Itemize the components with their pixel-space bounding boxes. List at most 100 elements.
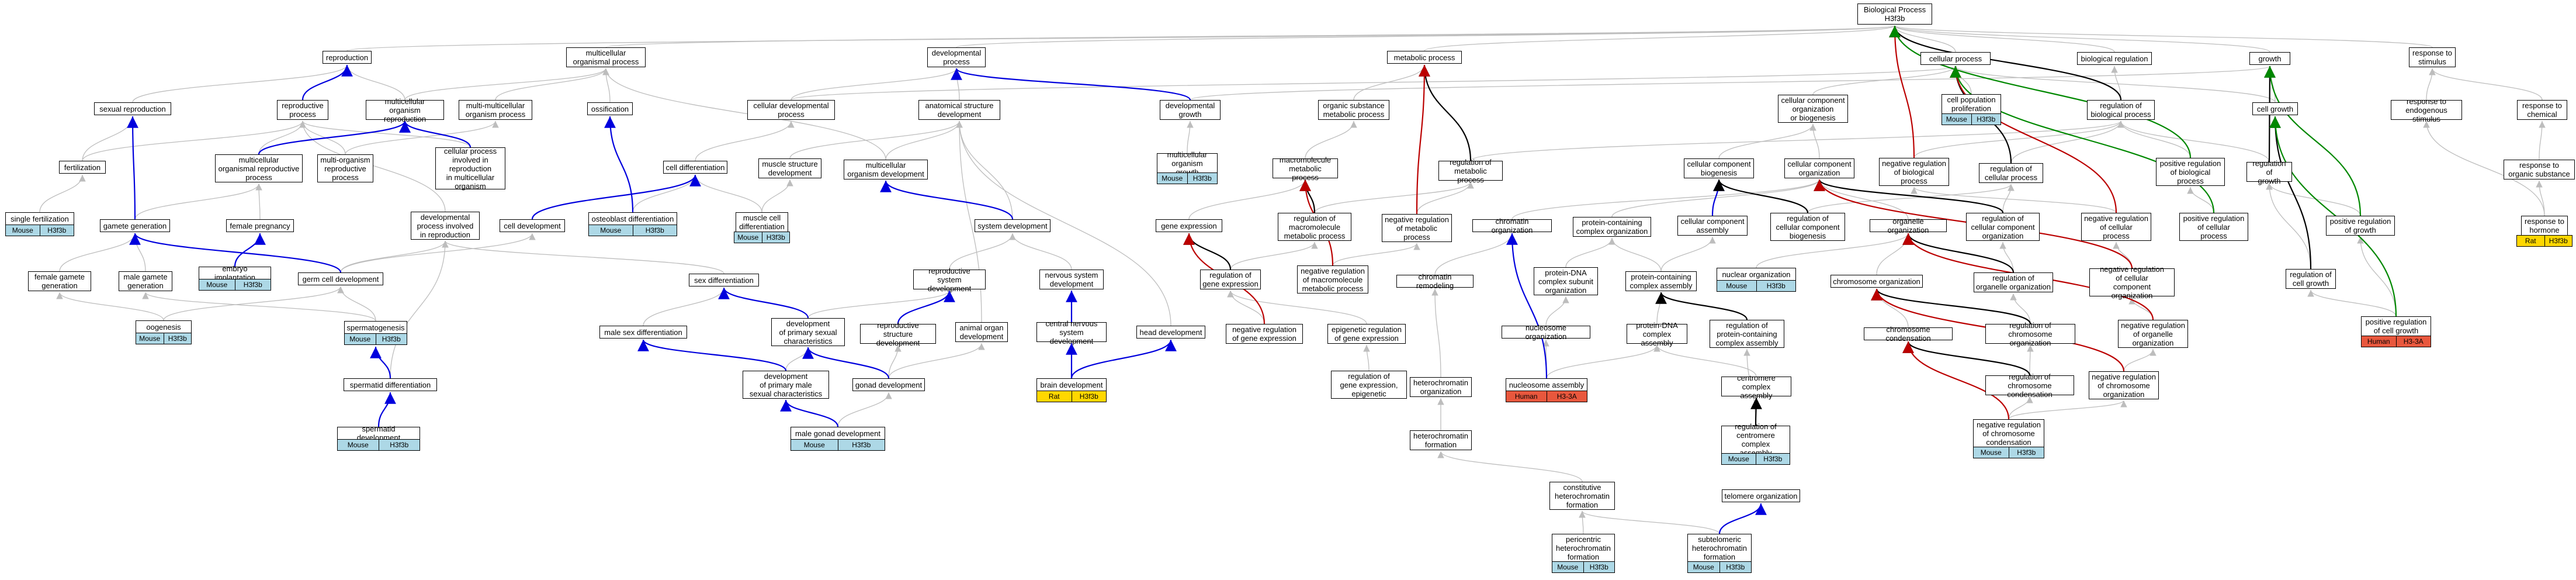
go-term-positive-regulation-of-cell-growth[interactable]: positive regulation of cell growth — [2361, 316, 2431, 336]
go-term-organic-substance-metabolic-process[interactable]: organic substance metabolic process — [1318, 100, 1389, 120]
go-term-chromosome-organization[interactable]: chromosome organization — [1830, 275, 1923, 288]
go-term-cell-development[interactable]: cell development — [500, 219, 565, 232]
go-term-germ-cell-development[interactable]: germ cell development — [298, 272, 383, 285]
go-term-growth[interactable]: growth — [2249, 52, 2290, 65]
go-term-reproductive-structure-development[interactable]: reproductive structure development — [860, 321, 936, 347]
go-term-response-to-endogenous-stimulus[interactable]: response to endogenous stimulus — [2391, 97, 2462, 123]
go-term-spermatid-development[interactable]: spermatid development — [337, 424, 420, 442]
go-term-positive-regulation-of-cellular-process[interactable]: positive regulation of cellular process — [2179, 213, 2248, 241]
go-term-development-of-primary-sexual-characteristics[interactable]: development of primary sexual characteri… — [771, 318, 845, 346]
go-term-anatomical-structure-development[interactable]: anatomical structure development — [918, 100, 1000, 120]
go-term-negative-regulation-of-cellular-component-organization[interactable]: negative regulation of cellular componen… — [2089, 265, 2175, 300]
go-term-epigenetic-regulation-of-gene-expression[interactable]: epigenetic regulation of gene expression — [1327, 324, 1406, 344]
go-term-cellular-developmental-process[interactable]: cellular developmental process — [747, 100, 835, 120]
go-term-regulation-of-chromosome-condensation[interactable]: regulation of chromosome condensation — [1985, 372, 2074, 399]
go-term-multicellular-organism-growth[interactable]: multicellular organism growth — [1157, 150, 1218, 177]
go-term-male-gonad-development[interactable]: male gonad development — [791, 427, 885, 440]
go-term-regulation-of-organelle-organization[interactable]: regulation of organelle organization — [1974, 272, 2053, 292]
go-term-fertilization[interactable]: fertilization — [59, 161, 106, 174]
go-term-cell-growth[interactable]: cell growth — [2252, 102, 2298, 115]
go-term-nucleosome-assembly[interactable]: nucleosome assembly — [1506, 378, 1587, 391]
go-term-system-development[interactable]: system development — [975, 219, 1050, 232]
go-term-embryo-implantation[interactable]: embryo implantation — [199, 264, 271, 282]
go-term-osteoblast-differentiation[interactable]: osteoblast differentiation — [588, 212, 677, 225]
go-term-spermatogenesis[interactable]: spermatogenesis — [344, 321, 407, 334]
go-term-metabolic-process[interactable]: metabolic process — [1387, 51, 1462, 64]
go-term-animal-organ-development[interactable]: animal organ development — [955, 322, 1008, 342]
go-term-spermatid-differentiation[interactable]: spermatid differentiation — [344, 378, 437, 391]
go-term-cellular-component-organization[interactable]: cellular component organization — [1784, 158, 1854, 178]
go-term-chromosome-condensation[interactable]: chromosome condensation — [1864, 325, 1953, 343]
go-term-regulation-of-centromere-complex-assembly[interactable]: regulation of centromere complex assembl… — [1721, 422, 1790, 457]
go-term-regulation-of-gene-expression-epigenetic[interactable]: regulation of gene expression, epigeneti… — [1331, 371, 1407, 399]
go-term-chromatin-organization[interactable]: chromatin organization — [1472, 217, 1552, 234]
go-term-negative-regulation-of-biological-process[interactable]: negative regulation of biological proces… — [1879, 158, 1949, 186]
go-term-cellular-component-organization-or-biogenesis[interactable]: cellular component organization or bioge… — [1778, 95, 1848, 123]
go-term-male-gamete-generation[interactable]: male gamete generation — [119, 271, 172, 291]
go-term-multicellular-organism-reproduction[interactable]: multicellular organism reproduction — [366, 97, 444, 123]
go-term-multicellular-organism-development[interactable]: multicellular organism development — [844, 160, 928, 179]
go-term-response-to-hormone[interactable]: response to hormone — [2521, 216, 2568, 236]
go-term-macromolecule-metabolic-process[interactable]: macromolecule metabolic process — [1273, 156, 1338, 182]
go-term-subtelomeric-heterochromatin-formation[interactable]: subtelomeric heterochromatin formation — [1687, 534, 1752, 562]
go-term-heterochromatin-organization[interactable]: heterochromatin organization — [1410, 377, 1472, 397]
go-term-regulation-of-cell-growth[interactable]: regulation of cell growth — [2286, 269, 2336, 289]
go-term-negative-regulation-of-chromosome-condensation[interactable]: negative regulation of chromosome conden… — [1973, 419, 2044, 447]
go-term-cellular-process[interactable]: cellular process — [1920, 52, 1991, 65]
go-term-development-of-primary-male-sexual-characteristics[interactable]: development of primary male sexual chara… — [743, 371, 829, 399]
go-term-cellular-component-biogenesis[interactable]: cellular component biogenesis — [1684, 158, 1754, 178]
go-term-bp[interactable]: Biological Process H3f3b — [1857, 4, 1932, 25]
go-term-gonad-development[interactable]: gonad development — [852, 378, 925, 391]
go-term-response-to-stimulus[interactable]: response to stimulus — [2409, 47, 2456, 67]
go-term-organelle-organization[interactable]: organelle organization — [1870, 217, 1947, 234]
go-term-reproductive-system-development[interactable]: reproductive system development — [913, 267, 986, 293]
go-term-regulation-of-biological-process[interactable]: regulation of biological process — [2087, 100, 2155, 120]
go-term-pericentric-heterochromatin-formation[interactable]: pericentric heterochromatin formation — [1552, 534, 1615, 562]
go-term-telomere-organization[interactable]: telomere organization — [1722, 489, 1800, 502]
go-term-nuclear-organization[interactable]: nuclear organization — [1717, 268, 1796, 281]
go-term-regulation-of-macromolecule-metabolic-process[interactable]: regulation of macromolecule metabolic pr… — [1278, 213, 1351, 241]
go-term-nervous-system-development[interactable]: nervous system development — [1039, 270, 1104, 289]
go-term-response-to-chemical[interactable]: response to chemical — [2517, 100, 2567, 120]
go-term-cell-differentiation[interactable]: cell differentiation — [663, 161, 727, 174]
go-term-negative-regulation-of-gene-expression[interactable]: negative regulation of gene expression — [1226, 324, 1303, 344]
go-term-brain-development[interactable]: brain development — [1036, 378, 1107, 391]
go-term-protein-containing-complex-assembly[interactable]: protein-containing complex assembly — [1625, 271, 1697, 291]
go-term-oogenesis[interactable]: oogenesis — [136, 320, 192, 333]
go-term-female-pregnancy[interactable]: female pregnancy — [226, 219, 294, 232]
go-term-regulation-of-gene-expression[interactable]: regulation of gene expression — [1200, 270, 1261, 289]
go-term-cell-population-proliferation[interactable]: cell population proliferation — [1941, 94, 2001, 114]
go-term-muscle-cell-differentiation[interactable]: muscle cell differentiation — [736, 212, 788, 232]
go-term-regulation-of-cellular-component-biogenesis[interactable]: regulation of cellular component biogene… — [1770, 213, 1845, 241]
go-term-protein-dna-complex-assembly[interactable]: protein-DNA complex assembly — [1627, 321, 1687, 347]
go-term-negative-regulation-of-metabolic-process[interactable]: negative regulation of metabolic process — [1382, 214, 1452, 242]
go-term-developmental-process-in-reproduction[interactable]: developmental process involved in reprod… — [411, 212, 480, 240]
go-term-female-gamete-generation[interactable]: female gamete generation — [28, 271, 91, 291]
go-term-regulation-of-cellular-process[interactable]: regulation of cellular process — [1979, 163, 2043, 183]
go-term-regulation-of-cellular-component-organization[interactable]: regulation of cellular component organiz… — [1966, 213, 2040, 241]
go-term-positive-regulation-of-biological-process[interactable]: positive regulation of biological proces… — [2156, 158, 2225, 186]
go-term-response-to-organic-substance[interactable]: response to organic substance — [2504, 160, 2575, 179]
go-term-muscle-structure-development[interactable]: muscle structure development — [758, 158, 821, 178]
go-term-nucleosome-organization[interactable]: nucleosome organization — [1502, 323, 1590, 341]
go-term-negative-regulation-of-macromolecule-metabolic-process[interactable]: negative regulation of macromolecule met… — [1297, 265, 1368, 294]
go-term-biological-regulation[interactable]: biological regulation — [2077, 52, 2152, 65]
go-term-protein-dna-complex-subunit-organization[interactable]: protein-DNA complex subunit organization — [1534, 267, 1598, 295]
go-term-male-sex-differentiation[interactable]: male sex differentiation — [599, 326, 687, 339]
go-term-regulation-of-growth[interactable]: regulation of growth — [2246, 159, 2292, 185]
go-term-developmental-process[interactable]: developmental process — [927, 47, 986, 67]
go-term-cellular-process-in-reproduction[interactable]: cellular process involved in reproductio… — [435, 147, 505, 191]
go-term-sex-differentiation[interactable]: sex differentiation — [689, 274, 759, 286]
go-term-multicellular-organismal-process[interactable]: multicellular organismal process — [566, 47, 646, 67]
go-term-gene-expression[interactable]: gene expression — [1156, 219, 1222, 232]
go-term-constitutive-heterochromatin-formation[interactable]: constitutive heterochromatin formation — [1549, 482, 1615, 510]
go-term-regulation-of-protein-containing-complex-assembly[interactable]: regulation of protein-containing complex… — [1710, 320, 1784, 348]
go-term-protein-containing-complex-organization[interactable]: protein-containing complex organization — [1573, 217, 1651, 237]
go-term-sexual-reproduction[interactable]: sexual reproduction — [94, 102, 171, 115]
go-term-head-development[interactable]: head development — [1136, 326, 1205, 339]
go-term-negative-regulation-of-chromosome-organization[interactable]: negative regulation of chromosome organi… — [2089, 371, 2159, 399]
go-term-negative-regulation-of-organelle-organization[interactable]: negative regulation of organelle organiz… — [2118, 320, 2188, 348]
go-term-multi-multicellular-organism-process[interactable]: multi-multicellular organism process — [459, 100, 532, 120]
go-term-central-nervous-system-development[interactable]: central nervous system development — [1036, 319, 1107, 346]
go-term-cellular-component-assembly[interactable]: cellular component assembly — [1677, 216, 1748, 236]
